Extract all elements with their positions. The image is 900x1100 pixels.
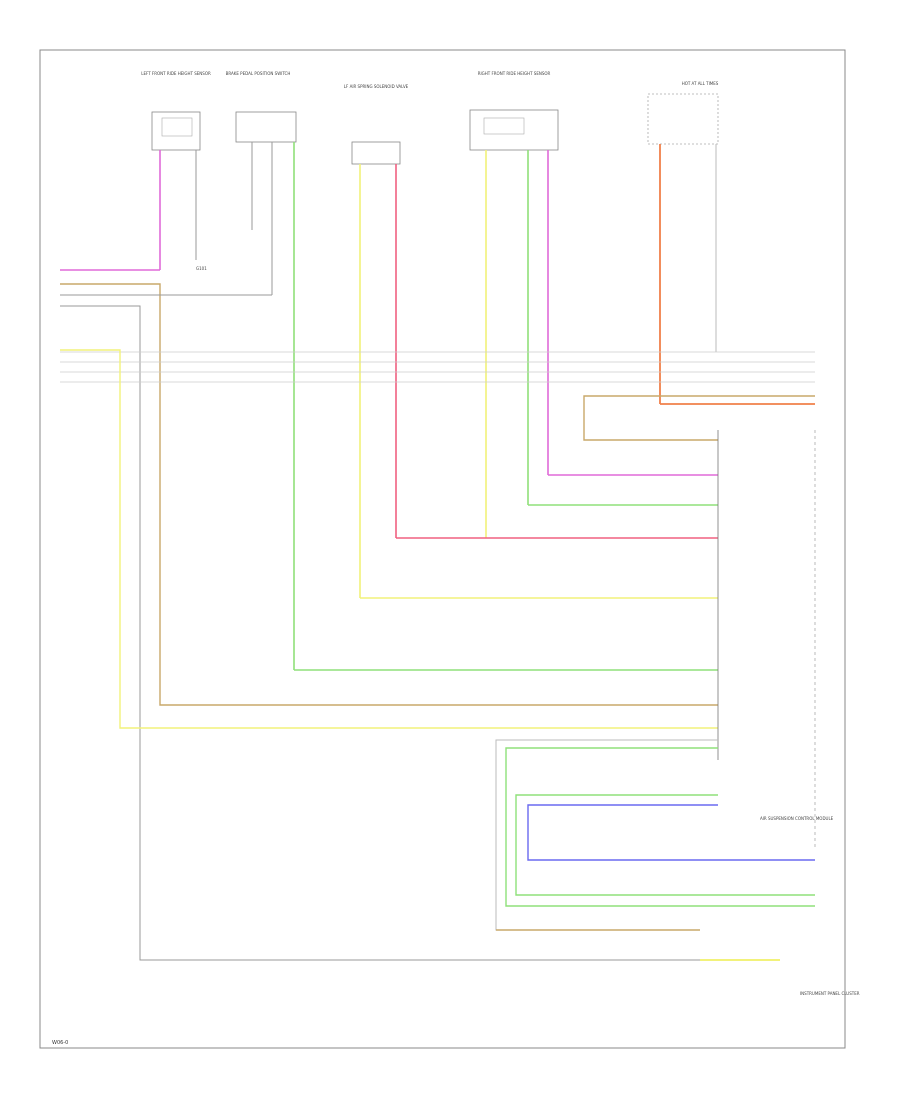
- right-front-ride-height-sensor: RIGHT FRONT RIDE HEIGHT SENSOR: [469, 71, 559, 151]
- diagram-frame: [39, 49, 846, 1049]
- fuse-box: HOT AT ALL TIMES: [647, 81, 719, 145]
- brake-pedal-position-switch: BRAKE PEDAL POSITION SWITCH: [226, 71, 297, 143]
- air-spring-valve-label: LF AIR SPRING SOLENOID VALVE: [344, 84, 409, 89]
- footer-code: W06-0: [52, 1040, 68, 1046]
- rf-sensor-label: RIGHT FRONT RIDE HEIGHT SENSOR: [478, 71, 551, 76]
- wire-green-lower-2: [515, 794, 815, 896]
- brake-switch-label: BRAKE PEDAL POSITION SWITCH: [226, 71, 291, 76]
- fuse-box-label: HOT AT ALL TIMES: [682, 81, 719, 86]
- bottom-module-label: INSTRUMENT PANEL CLUSTER: [800, 991, 860, 996]
- wire-yellow-bus: [60, 349, 718, 729]
- left-front-ride-height-sensor: LEFT FRONT RIDE HEIGHT SENSOR: [141, 71, 211, 151]
- lf-air-spring-valve: LF AIR SPRING SOLENOID VALVE: [344, 84, 409, 165]
- wire-tan-right: [583, 395, 815, 441]
- wire-green-lower-1: [505, 747, 815, 907]
- wire-tan-left: [60, 283, 718, 706]
- wire-blue-lower: [527, 804, 815, 861]
- wire-gray-lower: [495, 739, 718, 931]
- module-label: AIR SUSPENSION CONTROL MODULE: [760, 816, 834, 821]
- lf-sensor-label: LEFT FRONT RIDE HEIGHT SENSOR: [141, 71, 211, 76]
- ground-label: G101: [196, 266, 207, 271]
- wire-gray-left-2: [60, 305, 700, 961]
